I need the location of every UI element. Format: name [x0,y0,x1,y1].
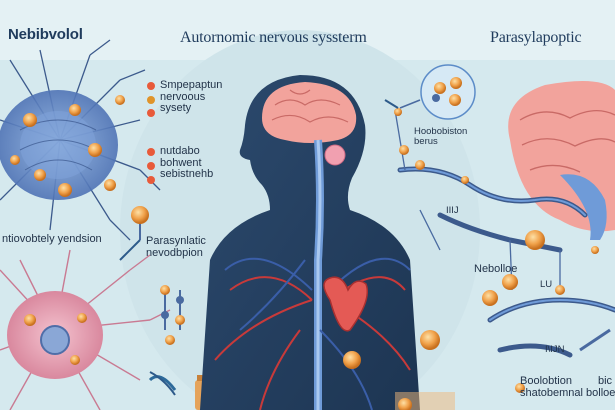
label-bottom-right: Boolobtion shatobemnal bolloe [520,375,615,399]
neuron-cluster-left [0,39,161,241]
title-center: Autornomic nervous syssterm [180,29,367,46]
connector-arrows [119,99,399,396]
label-notebo-line-2: bohwent [160,156,202,169]
label-sympathetic-line-1: Smpepaptun [160,79,223,91]
label-left-mid: ntiovobtely yendsion [2,233,102,245]
label-horbolkiston-line-1: Hoobobiston [414,126,468,137]
label-bottom-right-line-1: Boolobtion [520,375,572,387]
label-horbolkiston-line-2: berus [414,135,438,147]
pink-cell-left [0,249,171,410]
label-notebo-line-1: nutdabo [160,145,200,157]
label-notebo-line-3: sebistnehb [160,168,214,181]
human-silhouette [200,75,440,410]
label-sympathetic: Smpepaptun nervoous sysety [160,79,223,115]
molecule-circle [399,64,476,120]
label-nebolloe: Nebolloe [474,263,518,275]
label-notebo: nutdabo bohwent sebistnehb [160,145,214,181]
label-bottom-right-line-2: shatobemnal bolloe [520,386,615,399]
brain-right [508,81,615,240]
label-bottom-right-cut: bic [598,375,613,387]
label-lu: LU [540,279,553,290]
nerve-chain-right [394,108,615,410]
label-sympathetic-line-2: nervoous [160,90,206,103]
label-parasympathetic-line-2: nevodbpion [146,246,203,259]
label-parasympathetic: Parasynlatic nevodbpion [146,235,206,259]
label-ilu: IΙΙJ [446,205,459,216]
label-sympathetic-line-3: sysety [160,102,192,115]
label-iuin: I\IJN [545,344,565,355]
label-horbolkiston: Hoobobiston berus [414,127,467,147]
label-parasympathetic-line-1: Parasynlatic [146,235,206,247]
title-right: Parasylapoptic [490,29,582,46]
title-left: Nebibvolol [8,26,83,43]
